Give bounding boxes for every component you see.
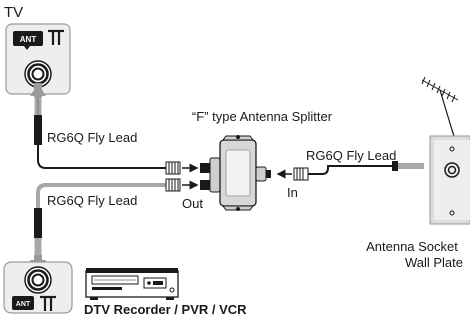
coax-socket-icon bbox=[24, 266, 52, 294]
coax-socket-icon bbox=[24, 60, 52, 88]
f-connector-input bbox=[276, 161, 424, 181]
antenna-splitter bbox=[209, 135, 271, 211]
antenna-symbol-icon bbox=[48, 29, 64, 45]
wall-lead-label: RG6Q Fly Lead bbox=[306, 148, 396, 163]
ant-badge-tv: ANT bbox=[20, 35, 37, 44]
rooftop-antenna-icon bbox=[421, 76, 459, 137]
wall-plate-label-line2: Wall Plate bbox=[405, 255, 463, 270]
ant-badge-recorder: ANT bbox=[16, 301, 31, 308]
out-label: Out bbox=[182, 196, 203, 211]
antenna-symbol-icon bbox=[40, 295, 56, 311]
tv-lead-label: RG6Q Fly Lead bbox=[47, 130, 137, 145]
vcr-device-icon bbox=[85, 268, 179, 300]
splitter-label: “F” type Antenna Splitter bbox=[192, 109, 333, 124]
recorder-antenna-panel: ANT bbox=[3, 261, 73, 314]
wall-plate-label-line1: Antenna Socket bbox=[366, 239, 458, 254]
f-connector-upper bbox=[165, 161, 212, 175]
antenna-wall-plate bbox=[429, 135, 470, 225]
tv-label: TV bbox=[4, 4, 23, 21]
in-label: In bbox=[287, 185, 298, 200]
tv-antenna-panel: ANT bbox=[5, 23, 71, 95]
tv-fly-lead bbox=[30, 83, 168, 169]
f-connector-lower bbox=[165, 178, 212, 192]
recorder-label: DTV Recorder / PVR / VCR bbox=[84, 302, 247, 317]
recorder-lead-label: RG6Q Fly Lead bbox=[47, 193, 137, 208]
